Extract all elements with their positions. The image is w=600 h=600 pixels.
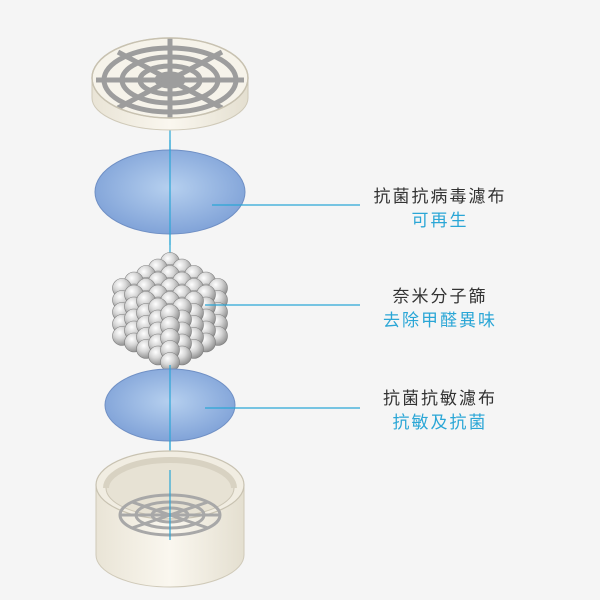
layer-title: 抗菌抗病毒濾布	[373, 187, 507, 207]
label-antiallergy-filter: 抗菌抗敏濾布 抗敏及抗菌	[365, 387, 515, 435]
layer-subtitle: 可再生	[411, 211, 469, 231]
layer-title: 奈米分子篩	[392, 287, 488, 307]
molecular-sieve-icon	[112, 252, 228, 372]
layer-subtitle: 抗敏及抗菌	[392, 413, 488, 433]
layer-subtitle: 去除甲醛異味	[383, 311, 497, 331]
layer-title: 抗菌抗敏濾布	[383, 389, 497, 409]
grid-cap-icon	[91, 37, 249, 131]
label-nano-sieve: 奈米分子篩 去除甲醛異味	[365, 285, 515, 333]
label-antivirus-filter: 抗菌抗病毒濾布 可再生	[365, 185, 515, 233]
